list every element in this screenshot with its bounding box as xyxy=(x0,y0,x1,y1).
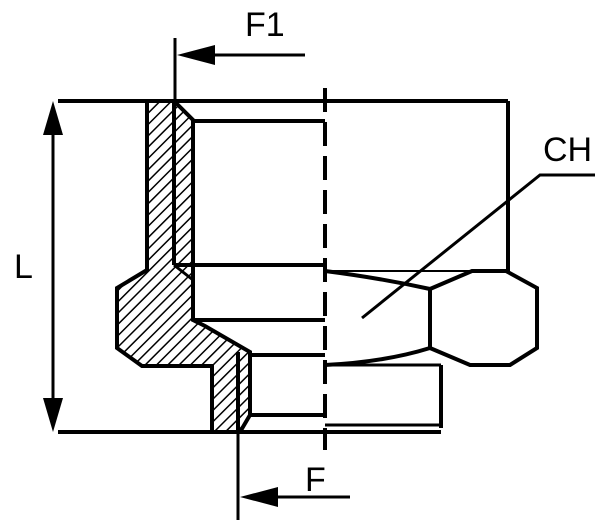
arrow-head-icon xyxy=(43,398,63,432)
length-label: L xyxy=(14,248,33,286)
arrow-head-icon xyxy=(240,487,278,507)
hex-label: CH xyxy=(543,131,593,169)
hex-outline xyxy=(428,269,539,367)
hex-leader xyxy=(361,173,595,320)
arrow-head-icon xyxy=(177,45,215,65)
force-top-label: F1 xyxy=(245,6,285,44)
force-bottom-label: F xyxy=(305,461,326,499)
arrow-head-icon xyxy=(43,101,63,135)
